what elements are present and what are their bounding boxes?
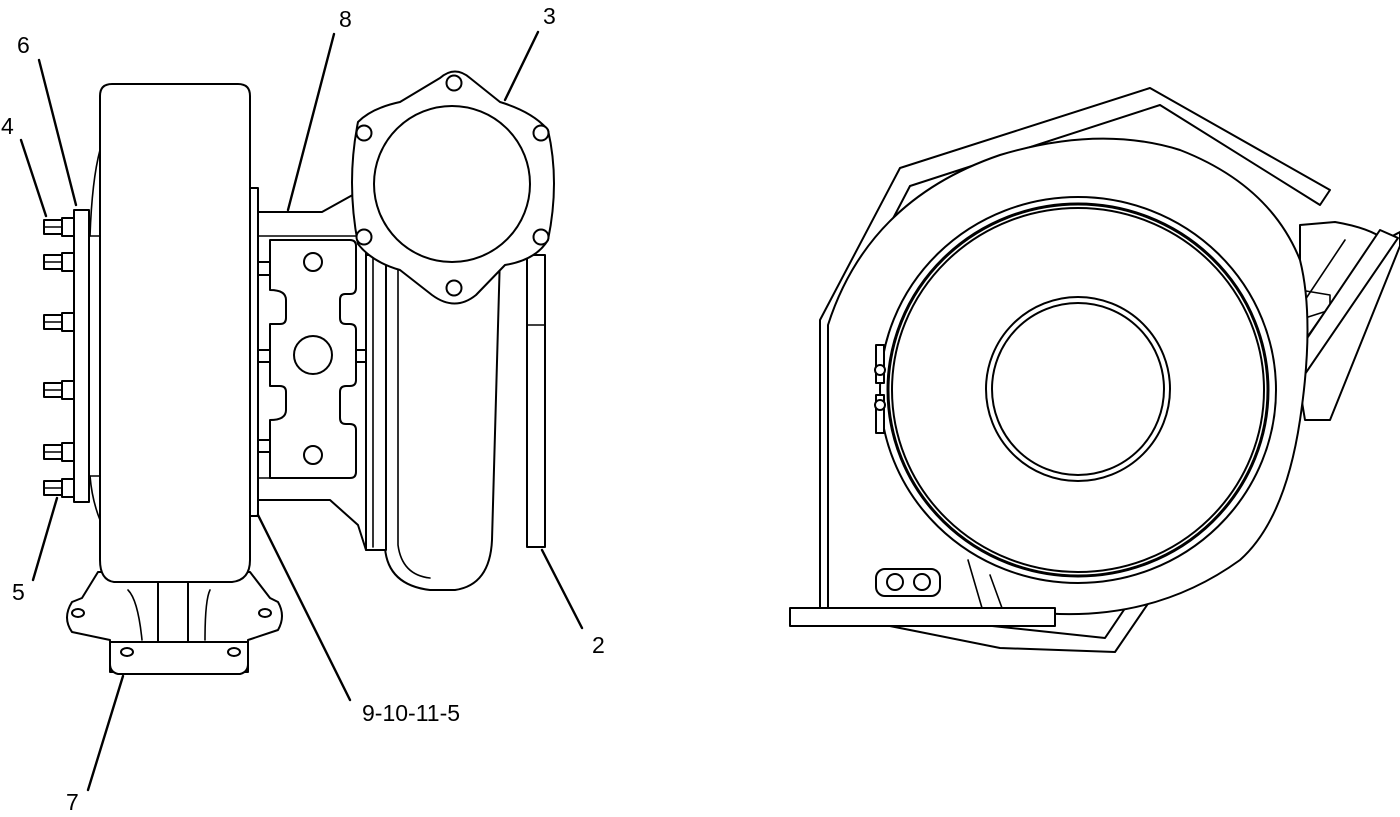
bolt-6 xyxy=(43,478,75,498)
housing-edge-lines xyxy=(89,149,101,521)
leader-line-9 xyxy=(256,513,352,702)
foot-center-rib xyxy=(157,579,189,643)
end-view-foot-hole-left xyxy=(886,573,904,591)
mounting-foot-flange xyxy=(109,641,249,675)
callout-5: 5 xyxy=(12,579,25,605)
inlet-bolt-hole-6 xyxy=(355,124,373,142)
inlet-bolt-hole-4 xyxy=(445,279,463,297)
end-view-inner-tube-bore xyxy=(991,302,1165,476)
inlet-flange-bore xyxy=(373,105,531,263)
end-view-stand-lines xyxy=(967,559,1003,609)
housing-flange-strip xyxy=(365,254,387,551)
foot-hole-right xyxy=(258,608,272,618)
scroll-inner-line xyxy=(397,261,431,579)
end-view-clamp-buckle-bottom xyxy=(875,394,885,434)
bolt-4 xyxy=(43,380,75,400)
inlet-bolt-hole-2 xyxy=(532,124,550,142)
callout-3: 3 xyxy=(543,3,556,29)
end-view-clamp-bolt-top xyxy=(874,364,886,376)
compressor-housing xyxy=(99,83,251,583)
foot-hole-left xyxy=(71,608,85,618)
foot-rib-lines xyxy=(127,589,211,641)
bolt-5 xyxy=(43,442,75,462)
bolt-2 xyxy=(43,252,75,272)
inlet-bolt-hole-3 xyxy=(532,228,550,246)
callout-7: 7 xyxy=(66,789,79,815)
inlet-bolt-hole-5 xyxy=(355,228,373,246)
bracket-hole-top xyxy=(303,252,323,272)
bolt-row xyxy=(43,217,75,498)
turbine-outlet-scroll xyxy=(384,254,501,591)
end-view-clamp-bolt-bottom xyxy=(874,399,886,411)
bolt-3 xyxy=(43,312,75,332)
callout-6: 6 xyxy=(17,32,30,58)
front-clamp-plate xyxy=(73,209,90,503)
bracket-hole-bottom xyxy=(303,445,323,465)
callout-4: 4 xyxy=(1,113,14,139)
leader-line-5 xyxy=(31,496,59,582)
leader-line-4 xyxy=(19,138,48,218)
side-view: 8 3 6 4 5 2 9-10-11-5 7 xyxy=(1,3,605,815)
end-view-clamp-ring-2 xyxy=(891,207,1265,573)
end-view-foot-hole-right xyxy=(913,573,931,591)
leader-line-8 xyxy=(286,32,336,212)
callout-2: 2 xyxy=(592,632,605,658)
end-view-inner-tube xyxy=(985,296,1171,482)
end-view xyxy=(789,87,1400,653)
callout-8: 8 xyxy=(339,6,352,32)
leader-line-2 xyxy=(540,548,584,630)
end-view-base-plate xyxy=(789,607,1056,627)
bracket-hole-center xyxy=(293,335,333,375)
foot-hole-front-right xyxy=(227,647,241,657)
exhaust-flange-plate xyxy=(526,254,546,548)
leader-line-3 xyxy=(503,30,540,102)
bracket-arm-line-1 xyxy=(1304,239,1346,301)
end-view-clamp-ring-1 xyxy=(886,202,1270,578)
leader-line-6 xyxy=(37,58,78,207)
leader-line-7 xyxy=(86,674,125,792)
inlet-bolt-hole-1 xyxy=(445,74,463,92)
callout-9-10-11-5: 9-10-11-5 xyxy=(362,700,460,726)
clamp-plate-spacer xyxy=(88,235,101,477)
bolt-1 xyxy=(43,217,75,237)
foot-hole-front-left xyxy=(120,647,134,657)
